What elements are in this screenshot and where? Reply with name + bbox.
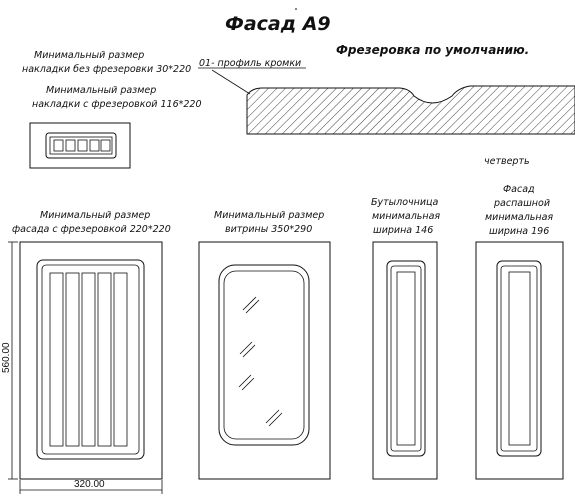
overlay-no-mill-line-1: Минимальный размер <box>34 50 144 61</box>
overlay-drawing <box>29 122 131 169</box>
swing-facade-drawing <box>475 241 564 480</box>
overlay-no-mill-line-2: накладки без фрезеровки 30*220 <box>22 64 191 75</box>
facade-milled-drawing <box>19 241 163 480</box>
facade-label-line-1: Минимальный размер <box>40 210 150 221</box>
swing-label-line-1: Фасад <box>503 184 535 195</box>
swing-label-line-4: ширина 196 <box>489 226 549 237</box>
facade-label-line-2: фасада с фрезеровкой 220*220 <box>12 224 171 235</box>
overlay-mill-line-1: Минимальный размер <box>46 85 156 96</box>
height-dimension <box>8 241 18 480</box>
swing-label-line-2: распашной <box>493 198 550 209</box>
swing-label-line-3: минимальная <box>485 212 553 223</box>
profile-label: 01- профиль кромки <box>199 58 301 69</box>
vitrina-label-line-2: витрины 350*290 <box>225 224 312 235</box>
corner-label: четверть <box>484 156 530 167</box>
vitrina-label-line-1: Минимальный размер <box>214 210 324 221</box>
drawing-title: Фасад А9 <box>225 13 331 35</box>
overlay-mill-line-2: накладки с фрезеровкой 116*220 <box>32 99 202 110</box>
edge-profile-section <box>246 85 575 135</box>
bottle-holder-drawing <box>372 241 438 480</box>
profile-leader <box>198 67 306 95</box>
bottle-label-line-2: минимальная <box>372 211 440 222</box>
drawing-subtitle: Фрезеровка по умолчанию. <box>336 43 529 57</box>
height-dimension-value: 560.00 <box>1 342 12 373</box>
bottle-label-line-3: ширина 146 <box>373 225 433 236</box>
width-dimension <box>19 480 163 494</box>
bottle-label-line-1: Бутылочница <box>371 197 439 208</box>
width-dimension-value: 320.00 <box>74 479 105 490</box>
vitrina-drawing <box>198 241 331 480</box>
